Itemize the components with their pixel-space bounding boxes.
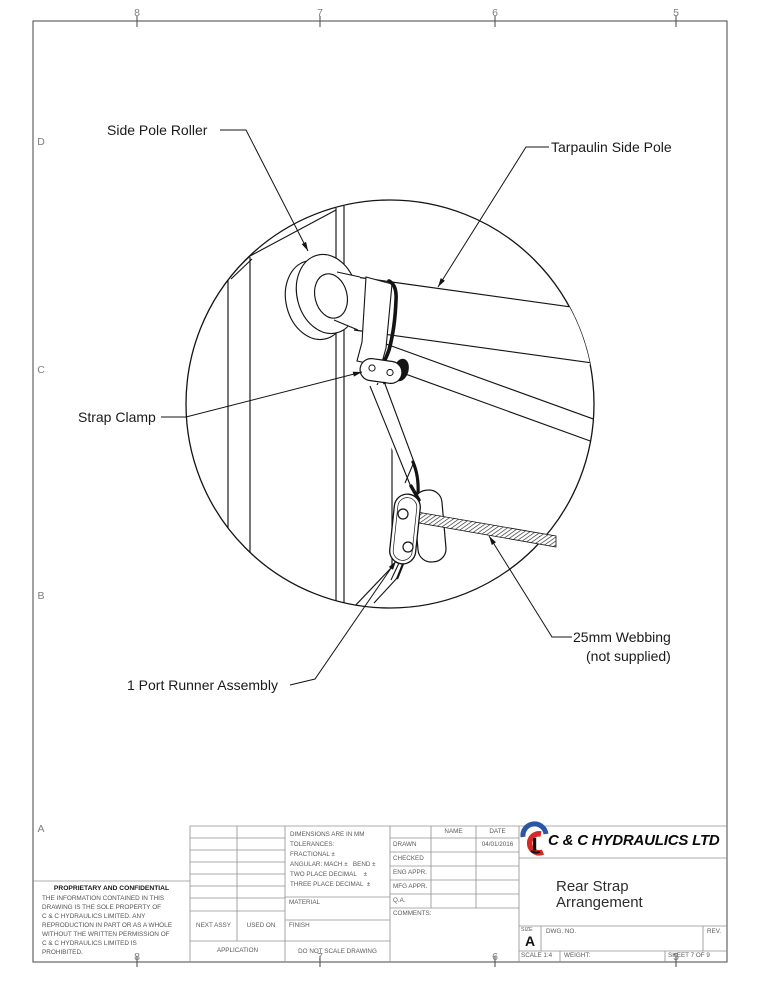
callout-port-runner: 1 Port Runner Assembly — [127, 677, 278, 693]
proprietary-line: DRAWING IS THE SOLE PROPERTY OF — [42, 904, 162, 911]
finish-label: FINISH — [289, 922, 310, 929]
approval-row-label: DRAWN — [393, 841, 417, 848]
proprietary-line: C & C HYDRAULICS LIMITED. ANY — [42, 913, 146, 920]
tolerance-line: DIMENSIONS ARE IN MM — [290, 831, 365, 838]
zone-top-8: 8 — [134, 7, 140, 19]
callout-webbing-line1: 25mm Webbing — [573, 629, 671, 645]
approval-row-label: MFG APPR. — [393, 883, 428, 890]
callout-webbing-line2: (not supplied) — [586, 648, 671, 664]
port-runner-assembly — [389, 484, 557, 581]
zone-bottom-6: 6 — [492, 951, 498, 963]
drawn-date-value: 04/01/2016 — [481, 841, 514, 848]
weight-label: WEIGHT: — [564, 952, 591, 959]
proprietary-line: REPRODUCTION IN PART OR AS A WHOLE — [42, 922, 172, 929]
strap-lower — [369, 383, 420, 496]
drawing-title-line2: Arrangement — [556, 894, 643, 911]
size-value: A — [524, 933, 536, 949]
company-name: C & C HYDRAULICS LTD — [548, 832, 720, 849]
material-label: MATERIAL — [289, 899, 321, 906]
rev-label: REV. — [707, 928, 722, 935]
rail-lines — [385, 343, 594, 443]
proprietary-heading: PROPRIETARY AND CONFIDENTIAL — [53, 885, 170, 892]
approval-row-label: CHECKED — [393, 855, 424, 862]
tolerance-line: FRACTIONAL ± — [290, 851, 335, 858]
sheet-border — [32, 16, 728, 967]
zone-top-7: 7 — [317, 7, 323, 19]
zone-bottom-7: 7 — [317, 951, 323, 963]
leader-webbing — [488, 535, 572, 638]
dwg-no-label: DWG. NO. — [546, 928, 577, 935]
callout-side-pole-roller: Side Pole Roller — [107, 122, 208, 138]
side-pole-roller — [284, 253, 361, 341]
sheet-label: SHEET 7 OF 9 — [668, 952, 710, 959]
proprietary-line: C & C HYDRAULICS LIMITED IS — [42, 940, 137, 947]
strap-clamp — [359, 358, 409, 393]
leader-side-pole-roller — [220, 129, 309, 252]
proprietary-line: WITHOUT THE WRITTEN PERMISSION OF — [42, 931, 170, 938]
tolerance-line: TWO PLACE DECIMAL ± — [290, 871, 368, 878]
callout-tarpaulin-side-pole: Tarpaulin Side Pole — [551, 139, 672, 155]
size-label: SIZE — [521, 927, 533, 933]
title-block-grid — [33, 825, 727, 962]
leader-tarpaulin-side-pole — [437, 146, 549, 288]
drawing-title-line1: Rear Strap — [556, 878, 629, 895]
leader-lines — [161, 129, 572, 686]
detail-view-circle — [185, 199, 595, 609]
callout-strap-clamp: Strap Clamp — [78, 409, 156, 425]
approval-row-label: ENG APPR. — [393, 869, 427, 876]
application-label: APPLICATION — [216, 947, 259, 954]
zone-bottom-5: 5 — [673, 951, 679, 963]
tolerance-line: THREE PLACE DECIMAL ± — [290, 881, 371, 888]
comments-label: COMMENTS: — [393, 910, 432, 917]
tolerance-line: ANGULAR: MACH ± BEND ± — [290, 861, 376, 868]
do-not-scale-label: DO NOT SCALE DRAWING — [298, 948, 377, 955]
zone-top-5: 5 — [673, 7, 679, 19]
tarpaulin-side-pole — [353, 276, 594, 366]
zone-top-6: 6 — [492, 7, 498, 19]
name-header: NAME — [444, 828, 463, 835]
zone-left-d: D — [37, 136, 45, 148]
date-header: DATE — [489, 828, 506, 835]
zone-bottom-8: 8 — [134, 951, 140, 963]
tolerance-line: TOLERANCES: — [290, 841, 335, 848]
proprietary-line: PROHIBITED. — [42, 949, 83, 956]
scale-label: SCALE 1:4 — [521, 952, 553, 959]
proprietary-line: THE INFORMATION CONTAINED IN THIS — [42, 895, 165, 902]
zone-left-a: A — [37, 823, 45, 835]
next-assy-label: NEXT ASSY — [196, 922, 231, 929]
zone-left-b: B — [37, 590, 45, 602]
leader-port-runner — [289, 560, 397, 686]
approval-row-label: Q.A. — [393, 897, 406, 904]
used-on-label: USED ON — [246, 922, 276, 929]
company-logo-icon — [520, 821, 549, 856]
leader-strap-clamp — [161, 371, 363, 418]
zone-left-c: C — [37, 364, 45, 376]
